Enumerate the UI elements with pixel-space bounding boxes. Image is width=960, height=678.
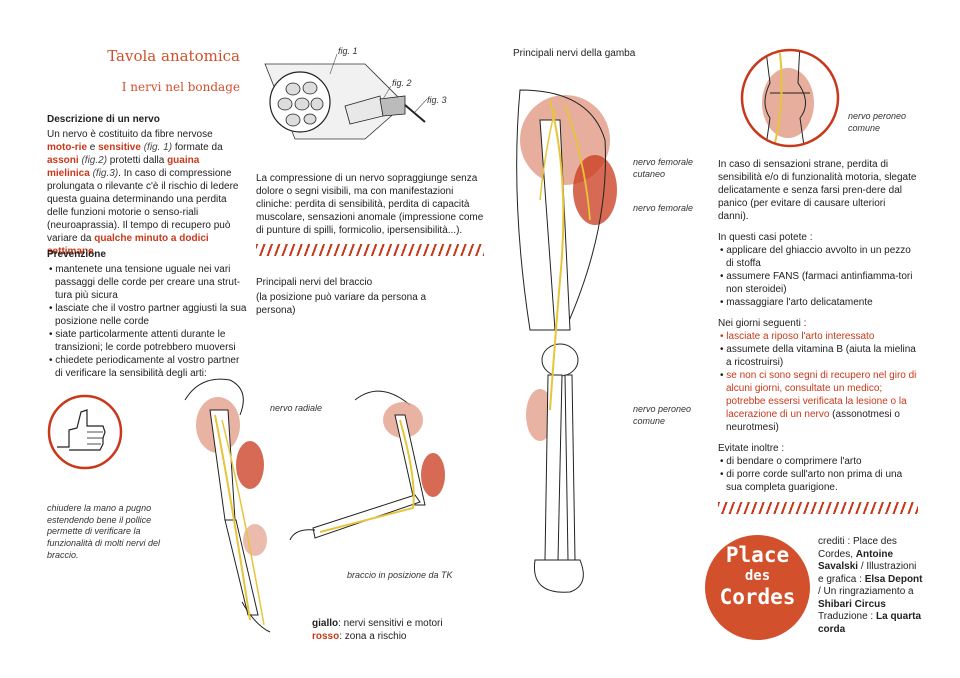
credits: crediti : Place des Cordes, Antoine Sava… xyxy=(818,536,923,635)
avoid-item: di bendare o comprimere l'arto xyxy=(718,455,918,468)
fig2-label: fig. 2 xyxy=(392,78,412,88)
bent-arm-illustration xyxy=(289,390,445,541)
symptoms-section: In caso di sensazioni strane, perdita di… xyxy=(718,158,918,494)
can-heading: In questi casi potete : xyxy=(718,232,813,243)
legend-giallo: giallo: nervi sensitivi e motori xyxy=(312,618,443,629)
nerve-cross-section-illustration xyxy=(264,53,428,140)
prevention-item: mantenete una tensione uguale nei vari p… xyxy=(47,263,247,302)
title-line2: I nervi nel bondage xyxy=(121,80,240,94)
label-femorale: nervo femorale xyxy=(633,203,694,213)
prevention-list: mantenete una tensione uguale nei vari p… xyxy=(47,263,247,380)
hand-caption: chiudere la mano a pugno estendendo bene… xyxy=(47,503,161,560)
knee-detail-illustration xyxy=(740,48,840,148)
label-nervo-radiale: nervo radiale xyxy=(270,403,323,413)
can-item: massaggiare l'arto delicatamente xyxy=(718,296,918,309)
thumbs-up-hand-illustration xyxy=(47,394,123,470)
compression-text: La compressione di un nervo sopraggiunge… xyxy=(256,173,484,236)
next-heading: Nei giorni seguenti : xyxy=(718,318,807,329)
straight-arm-illustration xyxy=(184,378,271,633)
avoid-list: di bendare o comprimere l'arto di porre … xyxy=(718,455,918,494)
description-section: Descrizione di un nervo Un nervo è costi… xyxy=(47,113,239,258)
description-text: Un nervo è costituito da fibre nervose m… xyxy=(47,129,239,257)
arm-section-heading: Principali nervi del braccio (la posizio… xyxy=(256,276,456,317)
next-item: assumete della vitamina B (aiuta la miel… xyxy=(718,343,918,369)
color-legend: giallo: nervi sensitivi e motori rosso: … xyxy=(312,617,482,643)
label-peroneo-knee: nervo peroneo comune xyxy=(848,111,907,133)
prevention-heading: Prevenzione xyxy=(47,249,106,260)
fig1-label: fig. 1 xyxy=(338,46,358,56)
prevention-item: lasciate che il vostro partner aggiusti … xyxy=(47,302,247,328)
fig3-label: fig. 3 xyxy=(427,95,447,105)
label-femorale-cutaneo: nervo femorale cutaneo xyxy=(633,157,694,179)
next-item: se non ci sono segni di recupero nel gir… xyxy=(718,369,918,434)
place-des-cordes-logo: Place des Cordes xyxy=(705,535,810,640)
legend-rosso: rosso: zona a rischio xyxy=(312,631,407,642)
prevention-item: siate particolarmente attenti durante le… xyxy=(47,328,247,354)
label-peroneo-leg: nervo peroneo comune xyxy=(633,404,692,426)
prevention-item: chiedete periodicamente al vostro partne… xyxy=(47,354,247,380)
leg-heading: Principali nervi della gamba xyxy=(513,48,636,59)
arm-heading: Principali nervi del braccio xyxy=(256,277,373,288)
arm-subheading: (la posizione può variare da persona a p… xyxy=(256,292,427,316)
next-list: lasciate a riposo l'arto interessato ass… xyxy=(718,330,918,434)
can-item: applicare del ghiaccio avvolto in un pez… xyxy=(718,244,918,270)
divider-hatch-1 xyxy=(256,244,484,256)
symptoms-intro: In caso di sensazioni strane, perdita di… xyxy=(718,159,917,222)
divider-hatch-2 xyxy=(718,502,918,514)
next-item: lasciate a riposo l'arto interessato xyxy=(718,330,918,343)
caption-tk: braccio in posizione da TK xyxy=(347,570,453,580)
description-heading: Descrizione di un nervo xyxy=(47,114,160,125)
prevention-section: Prevenzione mantenete una tensione ugual… xyxy=(47,248,247,380)
can-list: applicare del ghiaccio avvolto in un pez… xyxy=(718,244,918,309)
avoid-item: di porre corde sull'arto non prima di un… xyxy=(718,468,918,494)
can-item: assumere FANS (farmaci antinfiamma-tori … xyxy=(718,270,918,296)
leg-illustration xyxy=(516,89,617,593)
avoid-heading: Evitate inoltre : xyxy=(718,443,785,454)
title-line1: Tavola anatomica xyxy=(107,47,240,65)
